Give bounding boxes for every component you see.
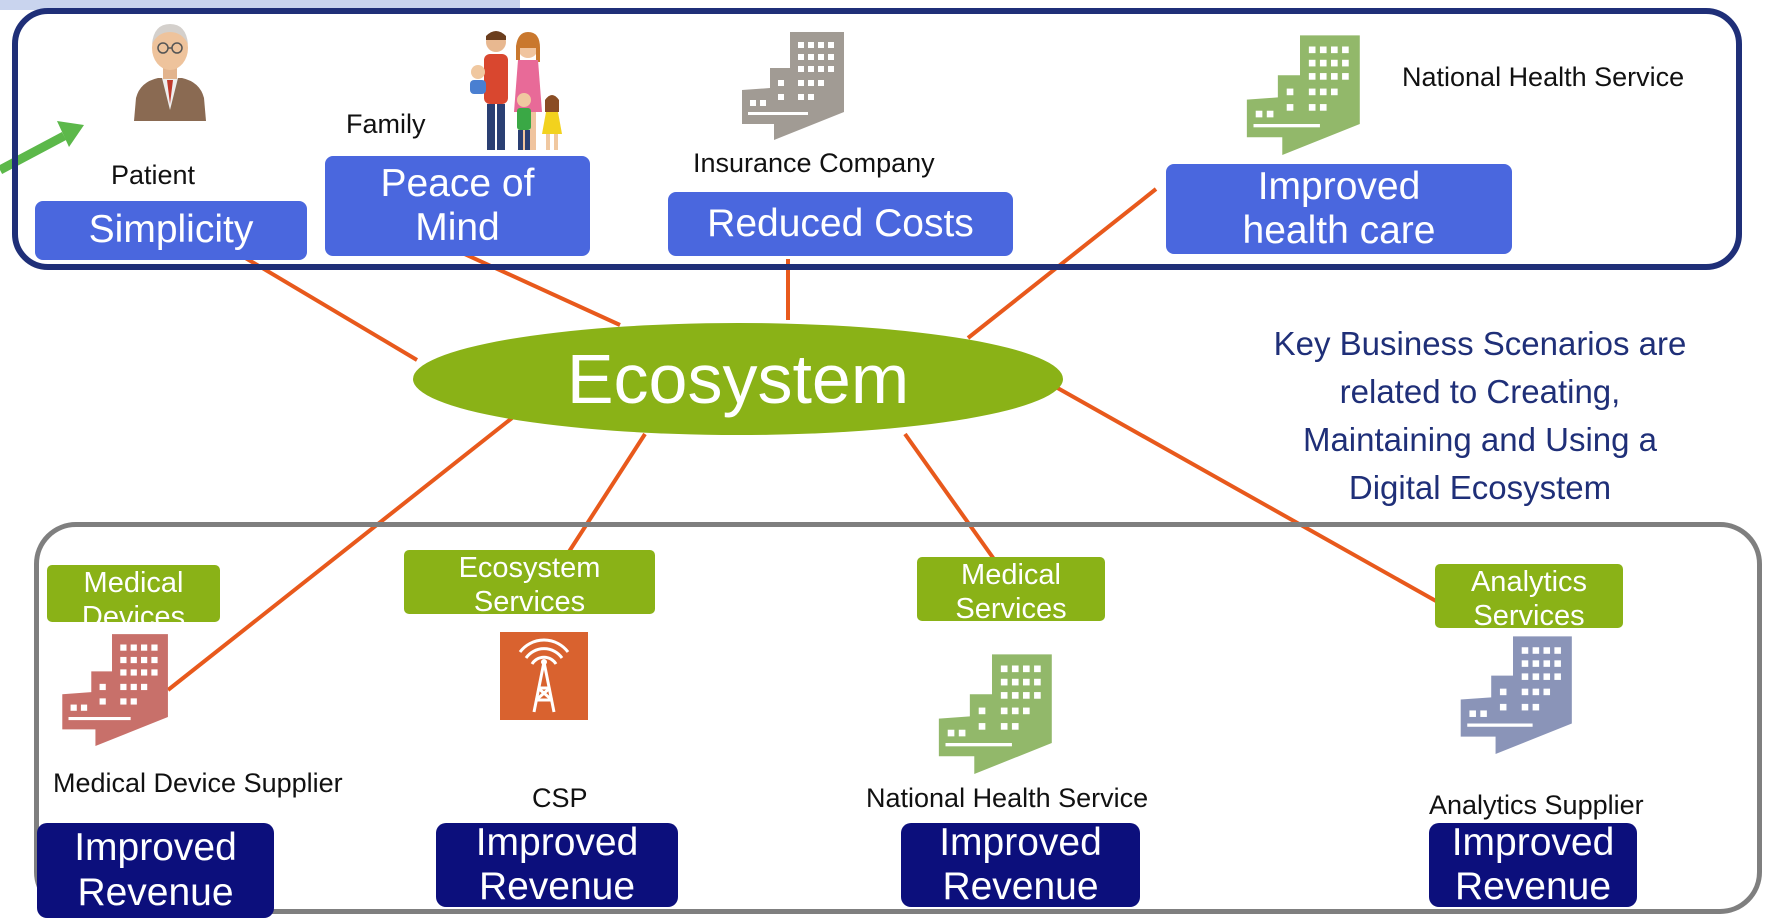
medical-device-supplier-label: Medical Device Supplier <box>53 768 343 798</box>
building-icon <box>1460 636 1572 754</box>
stakeholders-frame <box>12 8 1742 270</box>
insurance-company-label: Insurance Company <box>693 148 935 178</box>
key-scenarios-note: Key Business Scenarios are related to Cr… <box>1230 320 1730 511</box>
improved-revenue-1-line-2: Revenue <box>77 870 234 914</box>
note-line-1: Key Business Scenarios are <box>1273 325 1687 362</box>
ecosystem-services-box: Ecosystem Services <box>404 550 655 614</box>
peace-of-mind-line-1: Peace of <box>380 161 535 205</box>
family-icon <box>466 28 570 153</box>
connector-analytics-services <box>1053 384 1437 603</box>
improved-revenue-box-3: Improved Revenue <box>901 823 1140 907</box>
simplicity-box: Simplicity <box>35 201 307 260</box>
improved-revenue-2-line-2: Revenue <box>478 865 636 907</box>
nhs-top-label: National Health Service <box>1402 62 1685 92</box>
improved-revenue-box-2: Improved Revenue <box>436 823 678 907</box>
improved-revenue-4-line-2: Revenue <box>1454 865 1612 907</box>
improved-revenue-3-line-1: Improved <box>939 823 1102 864</box>
csp-label: CSP <box>532 783 588 813</box>
ecosystem-services-line-1: Ecosystem <box>458 552 601 584</box>
medical-devices-line-2: Devices <box>81 600 186 622</box>
building-icon <box>742 32 844 140</box>
improved-health-care-box: Improved health care <box>1166 164 1512 254</box>
reduced-costs-box: Reduced Costs <box>668 192 1013 256</box>
improved-health-care-line-2: health care <box>1242 209 1436 252</box>
medical-devices-service-box: Medical Devices <box>47 565 220 622</box>
arrow-icon <box>0 121 84 174</box>
connector-medical-devices <box>166 416 514 692</box>
title-strip <box>0 0 520 10</box>
improved-revenue-2-line-1: Improved <box>475 823 639 864</box>
medical-devices-line-1: Medical <box>83 567 184 599</box>
analytics-supplier-label: Analytics Supplier <box>1429 790 1644 820</box>
note-line-3: Maintaining and Using a <box>1302 420 1658 458</box>
analytics-services-line-1: Analytics <box>1470 566 1588 598</box>
improved-revenue-4-line-1: Improved <box>1451 823 1615 864</box>
antenna-tower-icon <box>500 632 588 720</box>
improved-revenue-box-1: Improved Revenue <box>37 823 274 918</box>
improved-health-care-line-1: Improved <box>1257 164 1421 208</box>
building-icon <box>1246 35 1360 155</box>
medical-services-line-2: Services <box>955 592 1067 621</box>
patient-label: Patient <box>111 160 196 190</box>
family-label: Family <box>346 109 426 139</box>
note-line-2: related to Creating, <box>1339 372 1621 410</box>
ecosystem-services-line-2: Services <box>473 585 586 614</box>
peace-of-mind-box: Peace of Mind <box>325 156 590 256</box>
medical-services-line-1: Medical <box>961 559 1061 591</box>
suppliers-frame <box>34 522 1762 914</box>
medical-services-box: Medical Services <box>917 557 1105 621</box>
note-line-4: Digital Ecosystem <box>1348 468 1612 506</box>
building-icon <box>62 634 168 746</box>
analytics-services-line-2: Services <box>1473 599 1585 628</box>
analytics-services-box: Analytics Services <box>1435 564 1623 628</box>
building-icon <box>938 654 1052 774</box>
improved-revenue-3-line-2: Revenue <box>942 865 1099 907</box>
improved-revenue-1-line-1: Improved <box>74 826 237 870</box>
peace-of-mind-line-2: Mind <box>415 206 500 249</box>
nhs-bottom-label: National Health Service <box>866 783 1149 813</box>
ecosystem-node: Ecosystem <box>413 323 1063 435</box>
connector-nhs-top <box>966 187 1158 340</box>
patient-icon <box>134 24 206 121</box>
improved-revenue-box-4: Improved Revenue <box>1429 823 1637 907</box>
